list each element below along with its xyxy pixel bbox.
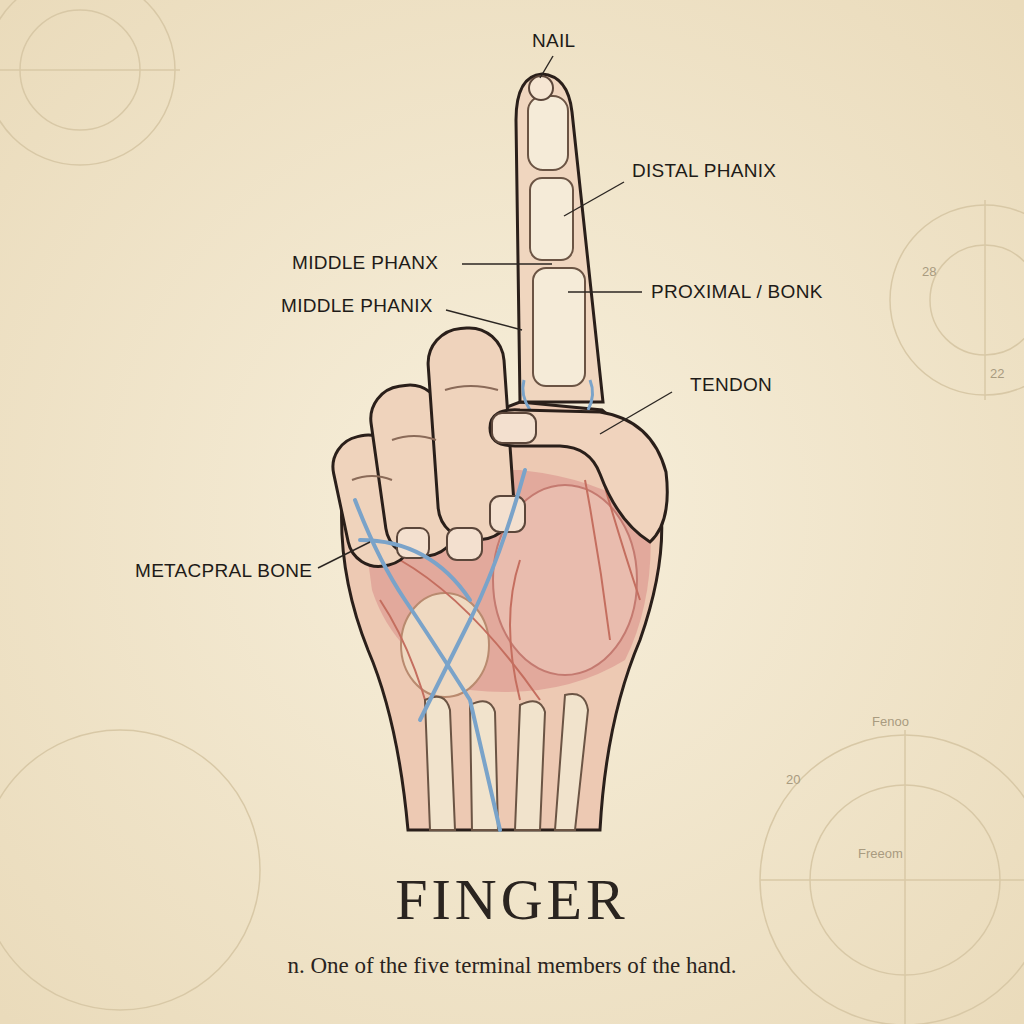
vein: [360, 540, 470, 600]
leader-line: [600, 392, 672, 434]
ornament-line: [760, 879, 1024, 881]
ornament-circle: [890, 205, 1024, 395]
ornament-circle: [0, 0, 175, 165]
fingernail: [447, 528, 482, 560]
middle-phalanx: [530, 178, 573, 260]
tendon-line: [585, 480, 610, 640]
index-nail: [529, 76, 553, 100]
watermark: 22: [990, 366, 1004, 382]
leader-line: [318, 542, 370, 568]
thumb: [490, 410, 667, 542]
knuckle-line: [445, 386, 498, 390]
bone: [425, 697, 455, 830]
part-label: TENDON: [690, 374, 772, 397]
ornament-circle: [760, 735, 1024, 1024]
index-finger: [516, 74, 603, 402]
leader-line: [462, 263, 552, 264]
watermark: 20: [786, 772, 800, 788]
vein: [470, 470, 525, 620]
part-label: MIDDLE PHANX: [292, 252, 438, 275]
part-label: NAIL: [532, 30, 575, 53]
part-label: DISTAL PHANIX: [632, 160, 776, 183]
wrist-bones: [425, 694, 588, 830]
leader-line: [540, 56, 553, 78]
knuckle-line: [392, 436, 436, 440]
knuckle-lines: [352, 386, 498, 480]
distal-phalanx: [528, 96, 568, 170]
curled-fingers: [327, 326, 516, 573]
vein: [355, 500, 500, 830]
vein: [588, 380, 593, 410]
tendon-line: [400, 560, 540, 700]
watermark: Freeom: [858, 846, 903, 862]
watermark: Fenoo: [872, 714, 909, 730]
ornament-circle: [0, 730, 260, 1010]
proximal-phalanx: [533, 268, 585, 386]
ornament-line: [904, 730, 906, 1024]
fingernail: [397, 528, 429, 558]
vein: [523, 380, 530, 410]
leader-line: [446, 310, 522, 330]
ornament-line: [0, 69, 180, 71]
ornament-line: [984, 200, 986, 400]
finger-veins: [523, 380, 593, 410]
leader-line: [564, 182, 624, 216]
part-label: PROXIMAL / BONK: [651, 281, 823, 304]
ornament-circle: [930, 245, 1024, 355]
thumb-nail: [492, 413, 536, 443]
part-label: MIDDLE PHANIX: [281, 295, 433, 318]
bone: [555, 694, 588, 830]
diagram-caption: n. One of the five terminal members of t…: [0, 952, 1024, 980]
leader-line: [568, 291, 642, 292]
veins: [355, 470, 525, 830]
diagram-title: FINGER: [0, 868, 1024, 932]
vein: [420, 620, 470, 720]
knuckle-line: [352, 476, 392, 480]
phalanges: [528, 96, 585, 386]
bone: [515, 701, 545, 830]
part-label: METACPRAL BONE: [135, 560, 312, 583]
watermark: 28: [922, 264, 936, 280]
tendon-line: [510, 560, 520, 700]
